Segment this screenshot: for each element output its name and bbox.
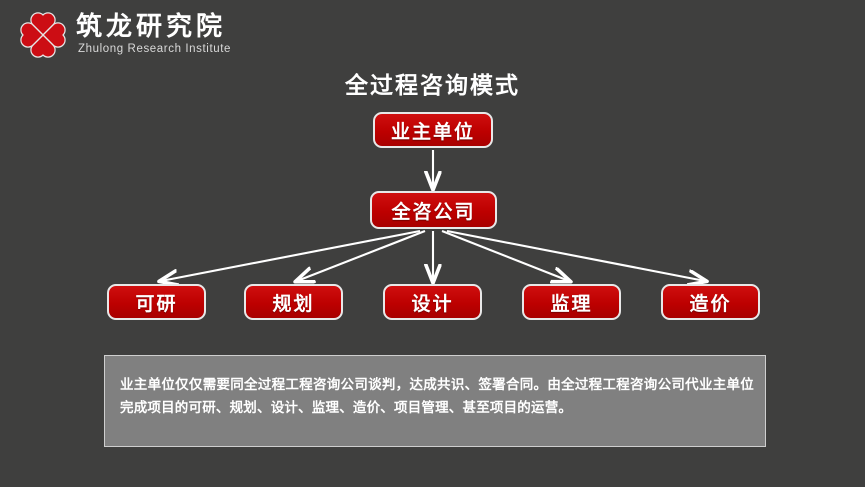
brand-logo-block: 筑龙研究院 Zhulong Research Institute bbox=[18, 8, 248, 60]
node-leaf-planning[interactable]: 规划 bbox=[244, 284, 343, 320]
brand-name-en: Zhulong Research Institute bbox=[78, 43, 232, 55]
node-leaf-supervision[interactable]: 监理 bbox=[522, 284, 621, 320]
zhulong-flower-logo-icon bbox=[20, 12, 66, 58]
arrow-consultant-to-zaojia bbox=[446, 229, 705, 281]
arrow-consultant-to-jianli bbox=[441, 230, 569, 281]
node-consulting-company[interactable]: 全咨公司 bbox=[370, 191, 497, 229]
caption-panel: 业主单位仅仅需要同全过程工程咨询公司谈判，达成共识、签署合同。由全过程工程咨询公… bbox=[104, 355, 766, 447]
arrow-consultant-to-guihua bbox=[297, 230, 426, 281]
node-leaf-feasibility[interactable]: 可研 bbox=[107, 284, 206, 320]
node-leaf-cost[interactable]: 造价 bbox=[661, 284, 760, 320]
arrow-consultant-to-keyan bbox=[161, 229, 421, 281]
caption-text: 业主单位仅仅需要同全过程工程咨询公司谈判，达成共识、签署合同。由全过程工程咨询公… bbox=[120, 377, 754, 415]
node-owner-unit[interactable]: 业主单位 bbox=[373, 112, 493, 148]
brand-name-cn: 筑龙研究院 bbox=[76, 11, 227, 41]
page-title: 全过程咨询模式 bbox=[345, 72, 520, 98]
node-leaf-design[interactable]: 设计 bbox=[383, 284, 482, 320]
